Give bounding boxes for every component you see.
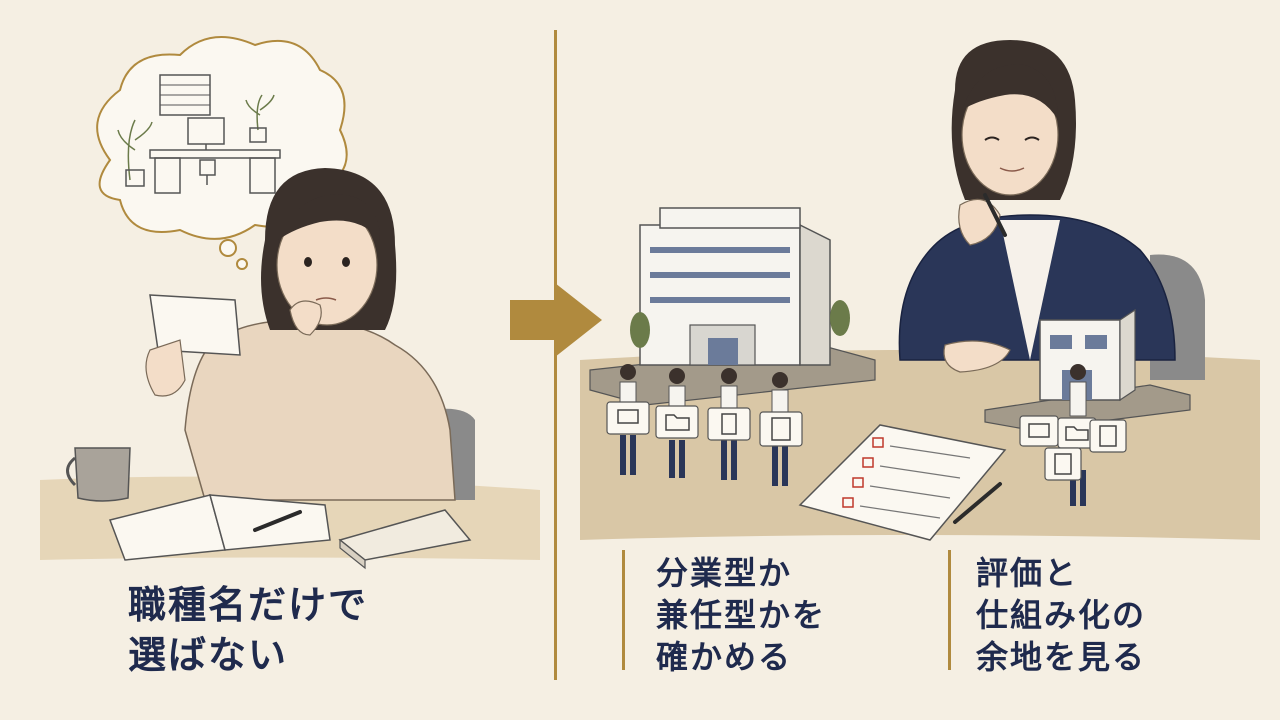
document-icon <box>721 413 737 435</box>
mug-icon <box>66 447 131 502</box>
folder-icon <box>665 414 690 431</box>
worker-figures <box>606 364 803 486</box>
checklist-icon <box>798 424 1007 541</box>
caption-right-line-2: 仕組み化の <box>976 596 1147 635</box>
worker-document <box>707 368 751 480</box>
caption-middle: 分業型か 兼任型かを 確かめる <box>656 552 826 679</box>
pen-icon <box>953 482 1002 524</box>
caption-right: 評価と 仕組み化の 余地を見る <box>976 552 1146 679</box>
multitask-worker <box>1019 364 1127 506</box>
open-notebook <box>109 494 331 561</box>
main-divider <box>554 30 557 680</box>
worker-laptop <box>606 364 650 475</box>
caption-left: 職種名だけで 選ばない <box>128 580 368 680</box>
paper-card <box>149 294 241 356</box>
worker-calculator <box>759 372 803 486</box>
right-caption-bar <box>948 550 951 670</box>
calculator-icon <box>771 417 791 441</box>
caption-right-line-1: 評価と <box>976 554 1079 592</box>
caption-middle-line-1: 分業型か <box>656 554 793 592</box>
caption-left-line-1: 職種名だけで <box>128 583 369 627</box>
middle-caption-bar <box>622 550 625 670</box>
caption-left-line-2: 選ばない <box>128 633 289 678</box>
laptop-icon <box>617 409 639 424</box>
caption-middle-line-3: 確かめる <box>656 638 793 677</box>
caption-middle-line-2: 兼任型かを <box>656 596 827 635</box>
caption-right-line-3: 余地を見る <box>976 638 1147 677</box>
worker-folder <box>655 368 699 478</box>
closed-book <box>338 509 472 570</box>
